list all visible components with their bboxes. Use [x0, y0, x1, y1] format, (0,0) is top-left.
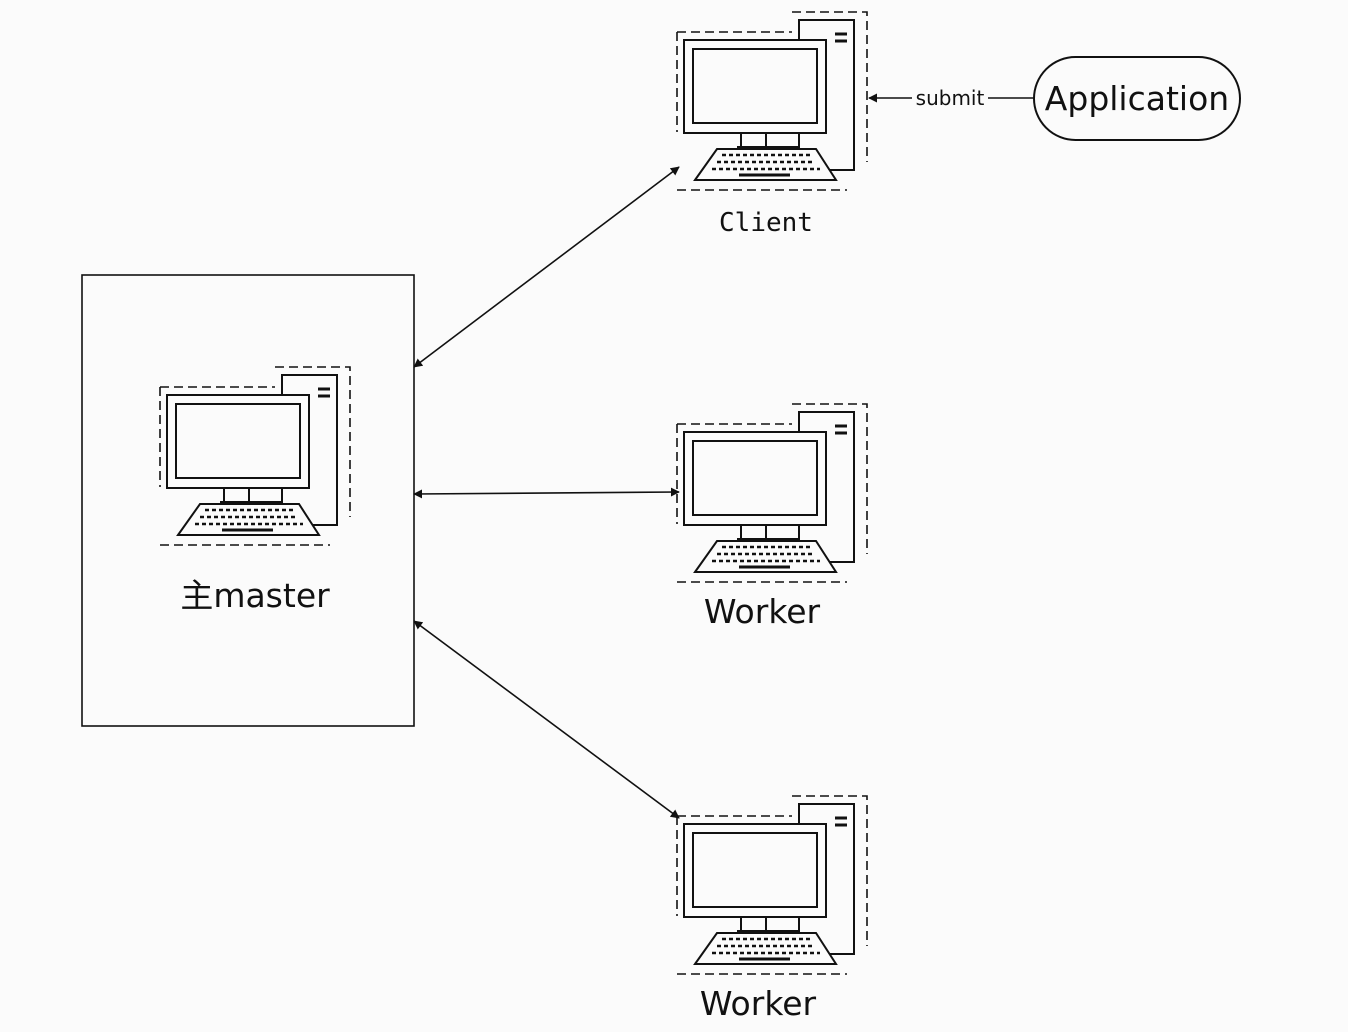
master-label: 主master	[180, 576, 330, 615]
master-client-connector	[413, 166, 680, 368]
application-label: Application	[1045, 79, 1229, 118]
master-node: 主master	[81, 274, 415, 727]
worker-2-computer-icon	[675, 794, 869, 976]
worker-1-computer-icon	[675, 402, 869, 584]
worker-2-label: Worker	[700, 984, 817, 1023]
submit-edge: submit	[868, 84, 1034, 110]
client-node: Client	[675, 10, 869, 238]
client-label: Client	[719, 208, 813, 238]
worker-1-label: Worker	[704, 592, 821, 631]
submit-label: submit	[916, 86, 985, 110]
worker-node-1: Worker	[675, 402, 869, 631]
application-node: Application	[1033, 56, 1241, 141]
master-worker-1-connector	[413, 487, 680, 499]
master-worker-2-connector	[413, 620, 680, 819]
worker-node-2: Worker	[675, 794, 869, 1023]
client-computer-icon	[675, 10, 869, 192]
